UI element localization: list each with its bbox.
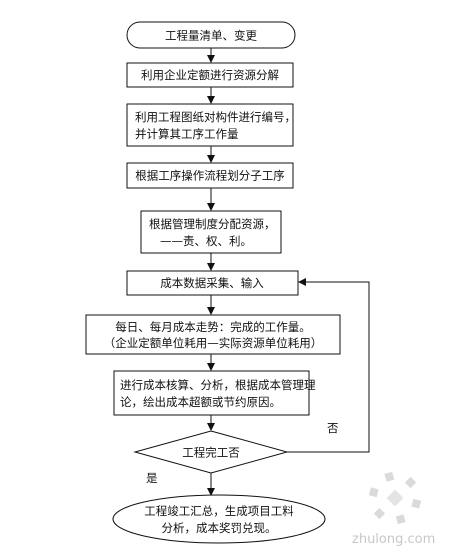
end-label-line2: 分析，成本奖罚兑现。 <box>162 521 277 535</box>
step-cost-analysis: 进行成本核算、分析，根据成本管理理 论，绘出成本超额或节约原因。 <box>113 370 316 416</box>
step-allocate-resources: 根据管理制度分配资源， ——责、权、利。 <box>140 210 282 254</box>
step-allocate-resources-line2: ——责、权、利。 <box>160 234 252 248</box>
step-sub-process-label: 根据工序操作流程划分子工序 <box>135 169 285 183</box>
step-cost-trend: 每日、每月成本走势：完成的工作量。 （企业定额单位耗用—实际资源单位耗用） <box>85 314 341 355</box>
step-cost-analysis-line1: 进行成本核算、分析，根据成本管理理 <box>120 378 316 392</box>
end-label-line1: 工程竣工汇总，生成项目工料 <box>144 504 294 518</box>
decision-label: 工程完工否 <box>182 446 240 460</box>
step-data-collection: 成本数据采集、输入 <box>126 270 299 296</box>
end-terminator: 工程竣工汇总，生成项目工料 分析，成本奖罚兑现。 <box>112 494 326 544</box>
no-label: 否 <box>327 421 339 435</box>
step-component-numbering-line1: 利用工程图纸对构件进行编号， <box>135 110 296 124</box>
step-cost-trend-line1: 每日、每月成本走势：完成的工作量。 <box>115 320 311 334</box>
step-component-numbering: 利用工程图纸对构件进行编号， 并计算其工序工作量 <box>126 103 296 147</box>
arrow-no-loop <box>287 278 370 453</box>
step-resource-breakdown-label: 利用企业定额进行资源分解 <box>141 68 279 82</box>
step-sub-process: 根据工序操作流程划分子工序 <box>126 162 294 189</box>
step-allocate-resources-line1: 根据管理制度分配资源， <box>149 217 276 231</box>
step-component-numbering-line2: 并计算其工序工作量 <box>135 127 239 141</box>
step-resource-breakdown: 利用企业定额进行资源分解 <box>126 62 294 88</box>
step-data-collection-label: 成本数据采集、输入 <box>160 276 264 290</box>
start-terminator: 工程量清单、变更 <box>126 21 296 49</box>
step-cost-trend-line2: （企业定额单位耗用—实际资源单位耗用） <box>104 336 323 350</box>
yes-label: 是 <box>146 471 158 485</box>
decision-project-complete: 工程完工否 <box>133 430 289 474</box>
start-label: 工程量清单、变更 <box>165 29 257 43</box>
step-cost-analysis-line2: 论，绘出成本超额或节约原因。 <box>120 395 281 409</box>
watermark-text: zhulong.com <box>352 532 435 547</box>
watermark-logo <box>368 471 422 525</box>
